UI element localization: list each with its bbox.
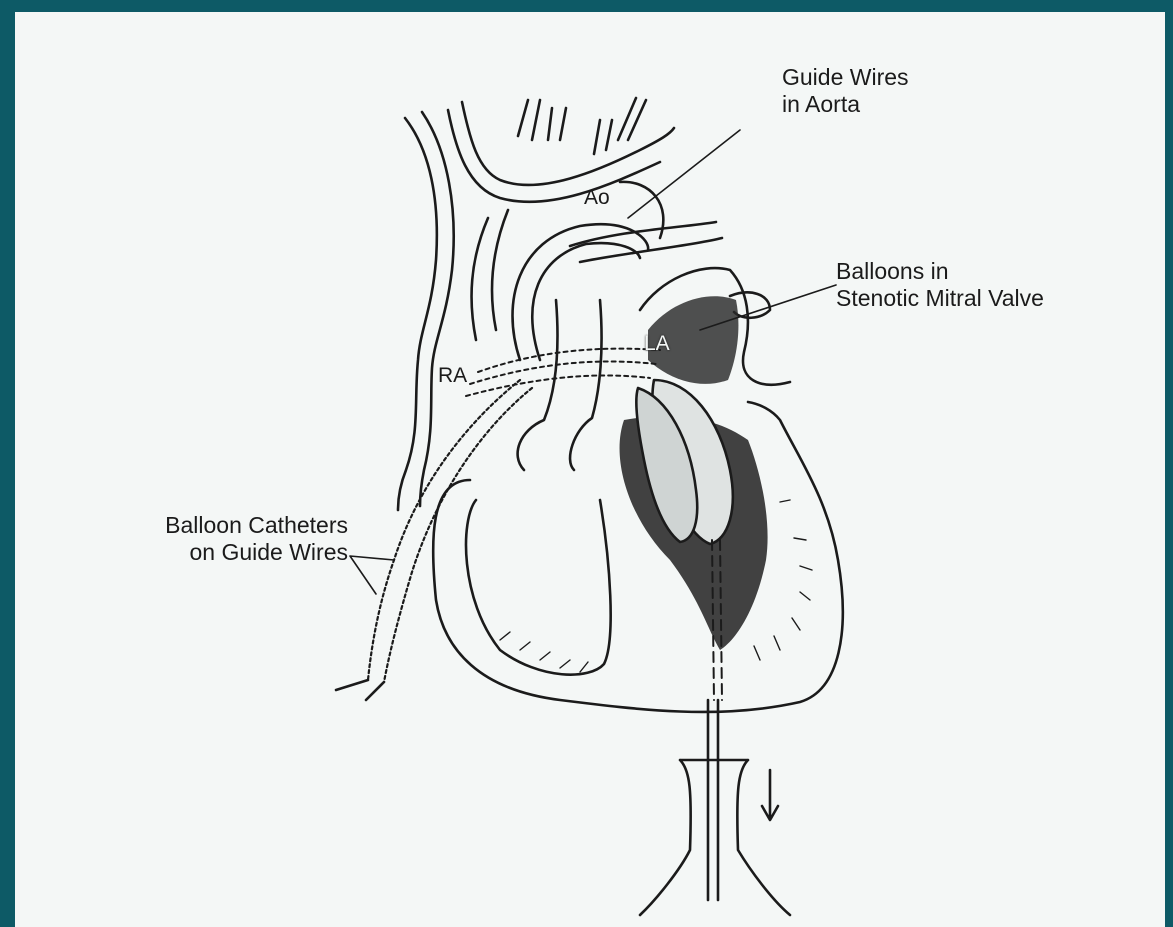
descending-wire (708, 700, 718, 900)
label-line: on Guide Wires (98, 539, 348, 566)
label-balloons-mitral: Balloons in Stenotic Mitral Valve (836, 258, 1044, 312)
septal-crossing-catheters (466, 349, 660, 396)
septum-outline (466, 500, 611, 675)
label-guide-wires-aorta: Guide Wires in Aorta (782, 64, 909, 118)
balloon-catheter-2 (384, 388, 532, 682)
aortic-arch-outer (462, 102, 674, 185)
vena-cava-outline (398, 118, 437, 510)
aortic-branch-3 (594, 120, 612, 154)
label-line: Stenotic Mitral Valve (836, 285, 1044, 312)
aortic-bifurcation (640, 760, 790, 915)
balloon-catheter-1 (368, 380, 520, 680)
guide-wire-hook-2 (570, 300, 602, 470)
aortic-branch-1 (518, 100, 540, 140)
aortic-branch-4 (618, 98, 646, 140)
leader-catheters (350, 556, 394, 594)
label-line: in Aorta (782, 91, 909, 118)
ascending-aorta (472, 210, 508, 340)
label-line: Guide Wires (782, 64, 909, 91)
aortic-branch-2 (548, 108, 566, 140)
leader-guide-wires (628, 130, 740, 218)
down-arrow-icon (762, 770, 778, 820)
guide-wire-hook-1 (518, 300, 558, 470)
label-balloon-catheters: Balloon Catheters on Guide Wires (98, 512, 348, 566)
vena-cava-inner-outline (420, 112, 454, 506)
label-la: LA (644, 330, 670, 357)
label-line: Balloon Catheters (98, 512, 348, 539)
label-ra: RA (438, 362, 467, 389)
catheter-tip-1 (336, 680, 368, 690)
catheter-tip-2 (366, 682, 384, 700)
label-line: Balloons in (836, 258, 1044, 285)
label-ao: Ao (584, 184, 610, 211)
